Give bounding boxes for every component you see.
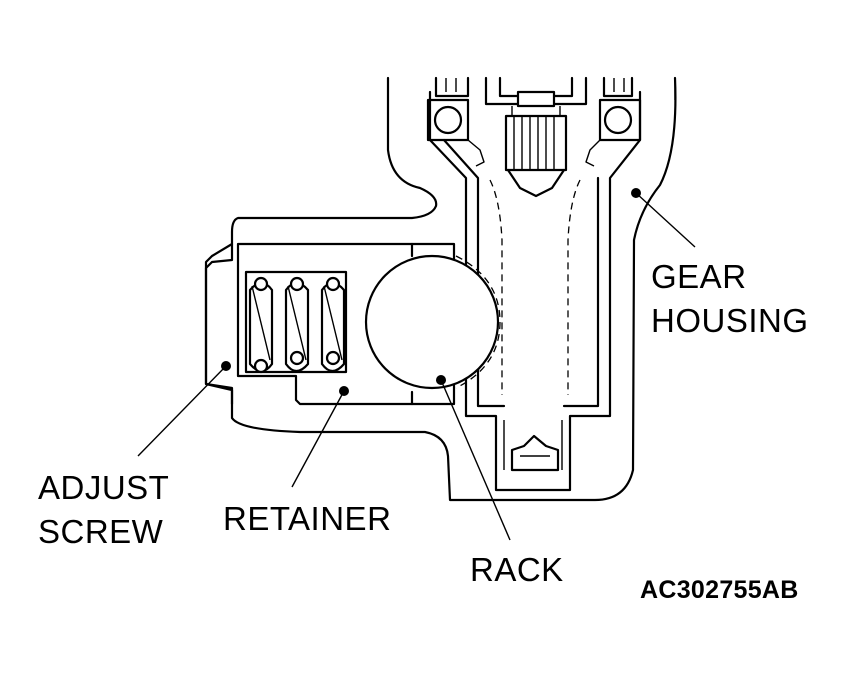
adjust-screw xyxy=(204,242,234,406)
rack xyxy=(364,254,501,390)
pinion-lower-nut xyxy=(503,420,563,472)
pinion-shaft xyxy=(434,76,634,198)
label-adjust-screw-line1: ADJUST xyxy=(38,469,170,506)
gear-housing xyxy=(204,76,677,502)
figure-code: AC302755AB xyxy=(640,576,799,604)
leader-lines xyxy=(137,192,696,541)
label-rack: RACK xyxy=(470,551,564,588)
label-gear-housing-line1: GEAR xyxy=(651,258,747,295)
bearing-balls xyxy=(426,98,642,167)
label-retainer: RETAINER xyxy=(223,500,392,537)
label-adjust-screw-line2: SCREW xyxy=(38,513,164,550)
spring-pocket xyxy=(244,270,348,374)
label-gear-housing-line2: HOUSING xyxy=(651,302,809,339)
